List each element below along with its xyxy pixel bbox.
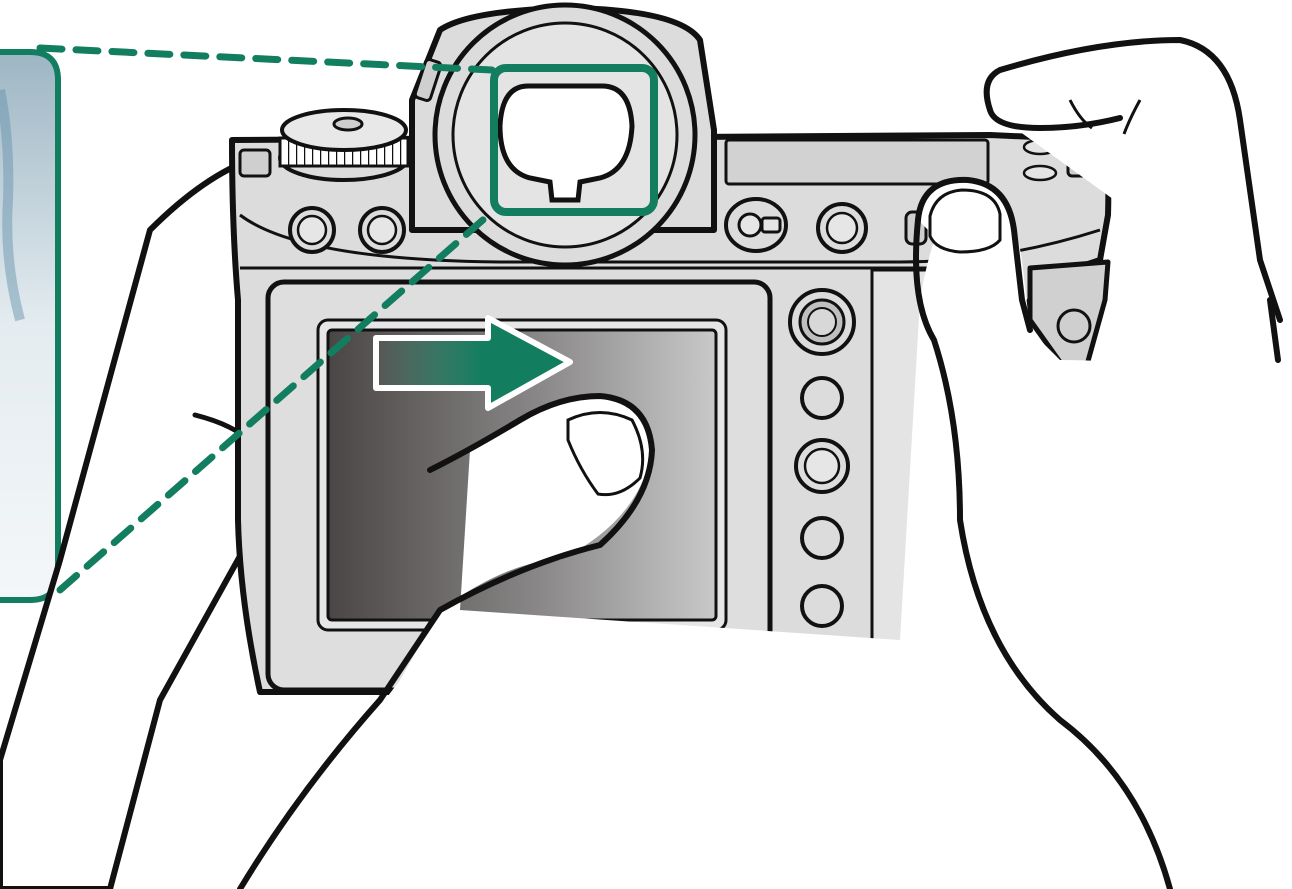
command-dial [278,108,410,182]
zoom-connector-lines [36,44,496,594]
focus-lever-icon [724,197,788,253]
top-buttons [288,197,928,254]
viewfinder-zoom-inset [0,49,61,603]
viewfinder [409,2,717,268]
swipe-arrow-icon [373,315,573,411]
rear-buttons [788,288,856,628]
right-hand [237,37,1292,889]
eyepiece-icon [497,83,635,203]
